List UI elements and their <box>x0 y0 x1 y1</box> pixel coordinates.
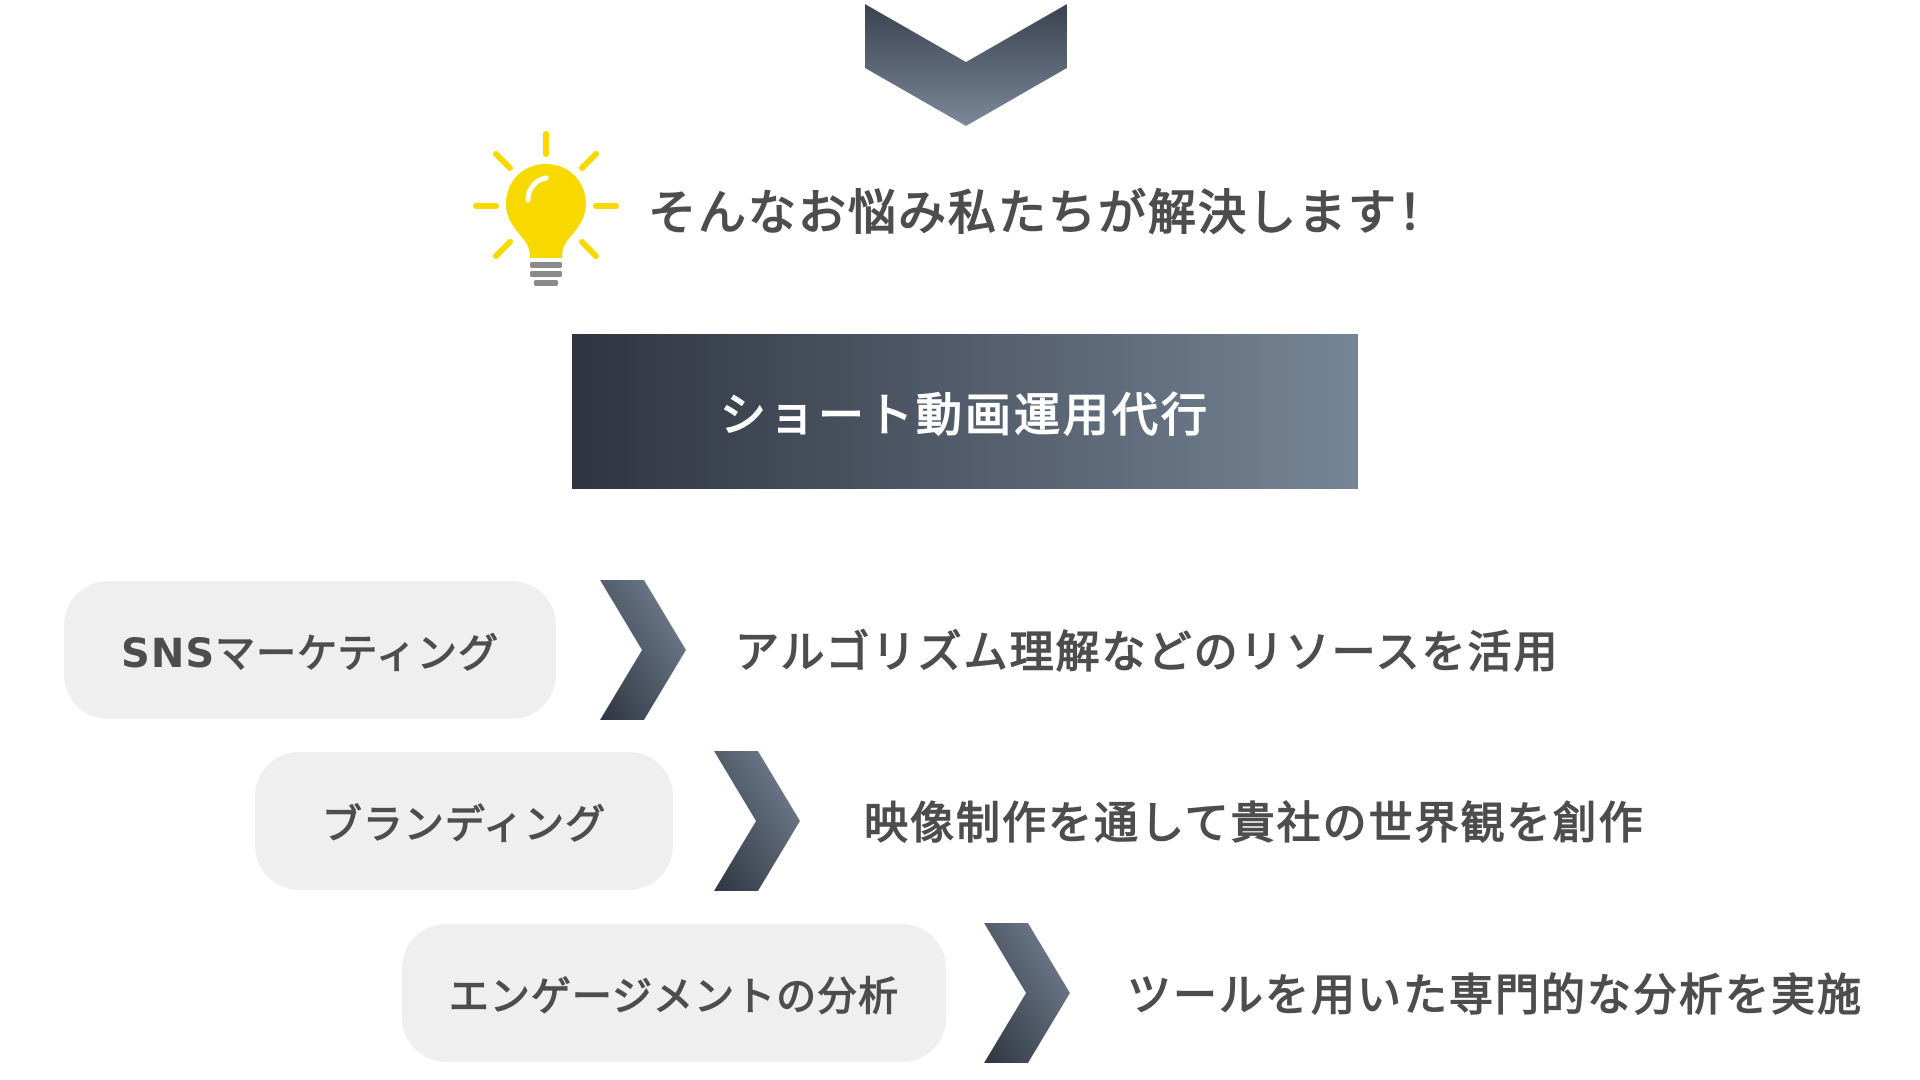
description-engagement-analysis: ツールを用いた専門的な分析を実施 <box>1127 970 1863 1021</box>
description-sns-marketing: アルゴリズム理解などのリソースを活用 <box>735 627 1560 678</box>
lightbulb-icon <box>473 131 619 286</box>
chevron-right-icon <box>714 751 800 891</box>
headline: そんなお悩み私たちが解決します！ <box>648 185 1449 241</box>
chevron-right-icon <box>984 923 1070 1063</box>
description-branding: 映像制作を通して貴社の世界観を創作 <box>864 798 1645 849</box>
chevron-down-icon <box>865 4 1067 126</box>
service-banner: ショート動画運用代行 <box>572 334 1358 489</box>
chevron-right-icon <box>600 580 686 720</box>
tag-pill-engagement-analysis: エンゲージメントの分析 <box>402 924 946 1062</box>
tag-pill-branding: ブランディング <box>255 752 673 890</box>
service-banner-label: ショート動画運用代行 <box>720 387 1210 442</box>
tag-pill-sns-marketing: SNSマーケティング <box>64 581 556 719</box>
